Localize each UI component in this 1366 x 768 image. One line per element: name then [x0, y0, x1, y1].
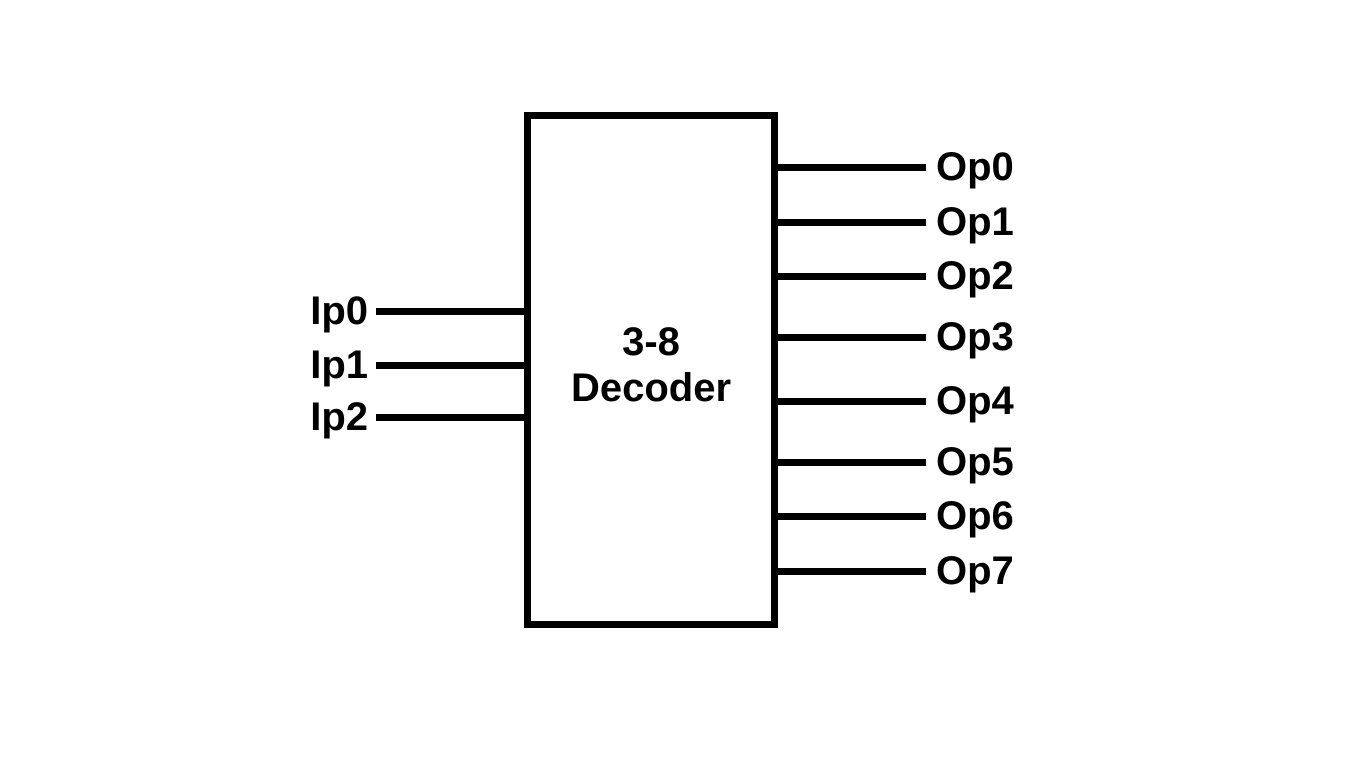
- output-wire: [775, 458, 926, 466]
- output-wire: [775, 512, 926, 520]
- input-wire: [376, 307, 527, 315]
- output-label: Op3: [936, 315, 1014, 359]
- output-label: Op4: [936, 379, 1014, 423]
- input-wire: [376, 413, 527, 421]
- output-wire: [775, 272, 926, 280]
- input-label: Ip0: [310, 289, 368, 333]
- output-wire: [775, 567, 926, 575]
- output-wire: [775, 333, 926, 341]
- decoder-title-line1: 3-8: [622, 320, 680, 364]
- decoder-box: 3-8 Decoder: [524, 112, 778, 628]
- input-wire: [376, 361, 527, 369]
- output-label: Op1: [936, 200, 1014, 244]
- input-label: Ip1: [310, 343, 368, 387]
- output-label: Op2: [936, 254, 1014, 298]
- decoder-title: 3-8 Decoder: [571, 319, 731, 411]
- output-wire: [775, 218, 926, 226]
- output-wire: [775, 163, 926, 171]
- output-wire: [775, 397, 926, 405]
- output-label: Op6: [936, 494, 1014, 538]
- output-label: Op0: [936, 145, 1014, 189]
- input-label: Ip2: [310, 395, 368, 439]
- decoder-title-line2: Decoder: [570, 366, 732, 410]
- output-label: Op5: [936, 440, 1014, 484]
- output-label: Op7: [936, 549, 1014, 593]
